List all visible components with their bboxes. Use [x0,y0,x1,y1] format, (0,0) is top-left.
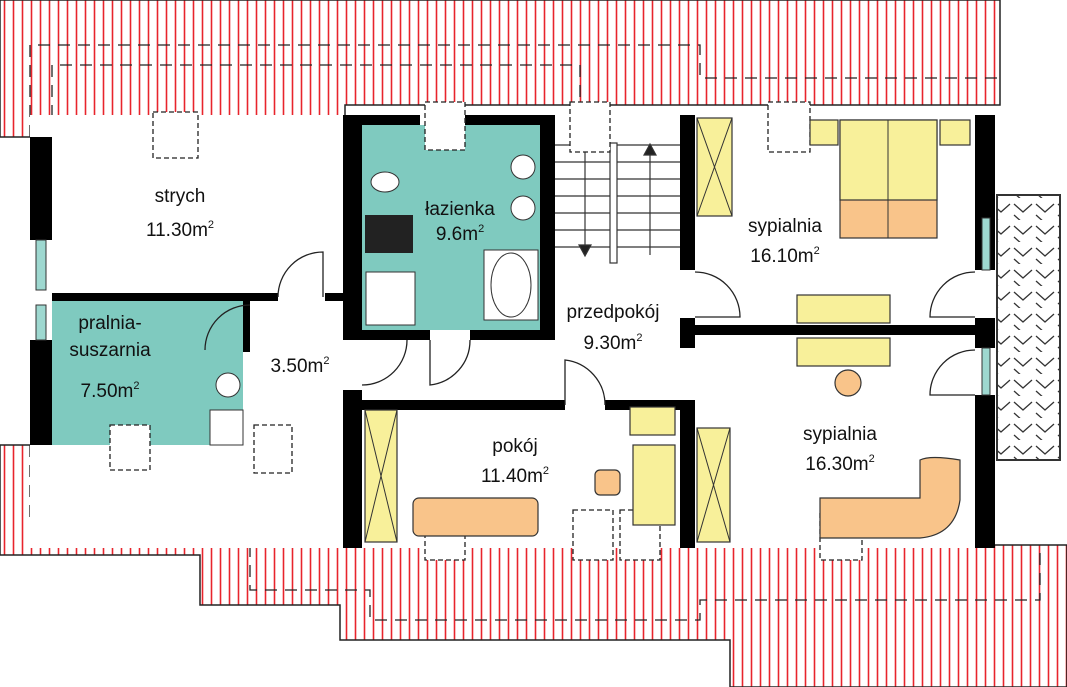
room-area-sypialnia-2: 16.30m2 [805,453,875,475]
room-name-pokoj: pokój [492,436,537,457]
room-area-sypialnia-1: 16.10m2 [750,245,820,267]
room-name-strych: strych [155,186,206,207]
walls [30,115,995,548]
furniture [209,117,971,543]
room-name-przedpokoj: przedpokój [567,302,660,323]
room-area-pokoj: 11.40m2 [481,465,549,487]
balcony [996,194,1061,461]
room-name-lazienka: łazienka [425,199,495,220]
room-name-pralnia-line1: pralnia- [78,313,141,334]
room-area-przedpokoj: 9.30m2 [584,332,643,354]
staircase [555,142,680,264]
room-name-sypialnia-1: sypialnia [748,216,822,237]
room-name-sypialnia-2: sypialnia [803,424,877,445]
room-area-strych: 11.30m2 [146,219,214,241]
room-area-lazienka: 9.6m2 [436,223,484,245]
room-area-pralnia: 7.50m2 [81,380,140,402]
roof-top [0,0,1001,138]
room-name-pralnia-line2: suszarnia [69,340,151,361]
room-area-korytarz: 3.50m2 [271,355,330,377]
doors[interactable] [204,251,976,406]
